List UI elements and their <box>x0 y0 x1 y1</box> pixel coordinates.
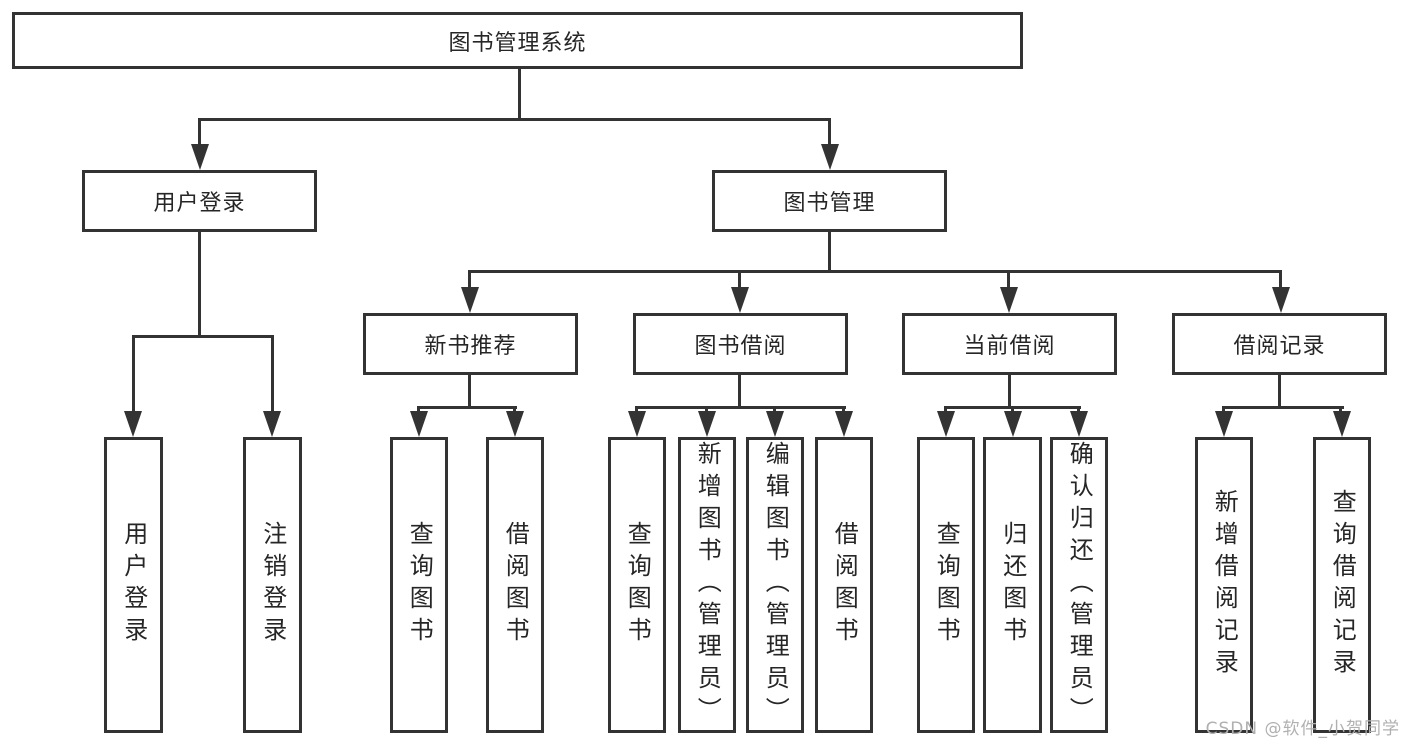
leaf-label: 注销登录 <box>258 521 287 649</box>
leaf-label: 查询借阅记录 <box>1328 489 1357 681</box>
leaf-label: 查询图书 <box>405 521 434 649</box>
connector-stem <box>1077 406 1080 414</box>
arrowhead <box>1004 411 1022 437</box>
leaf-label: 借阅图书 <box>501 521 530 649</box>
arrowhead <box>766 411 784 437</box>
connector-stem <box>513 406 516 414</box>
node-current-borrowing: 当前借阅 <box>902 313 1117 375</box>
connector-rail <box>635 406 846 409</box>
connector-stem <box>842 406 845 414</box>
leaf-borrow-books-recommend: 借阅图书 <box>486 437 544 733</box>
leaf-return-books: 归还图书 <box>983 437 1042 733</box>
arrowhead <box>191 144 209 170</box>
leaf-edit-books-admin: 编辑图书（管理员） <box>746 437 804 733</box>
leaf-label: 用户登录 <box>119 521 148 649</box>
arrowhead <box>1070 411 1088 437</box>
leaf-confirm-return-admin: 确认归还（管理员） <box>1050 437 1108 733</box>
arrowhead <box>461 287 479 313</box>
node-borrowing-records: 借阅记录 <box>1172 313 1387 375</box>
arrowhead <box>1333 411 1351 437</box>
arrowhead <box>124 411 142 437</box>
connector-stem <box>738 374 741 409</box>
connector-stem <box>271 335 274 413</box>
leaf-label: 查询图书 <box>623 521 652 649</box>
connector-rail <box>132 335 274 338</box>
arrowhead <box>937 411 955 437</box>
arrowhead <box>835 411 853 437</box>
node-label: 图书借阅 <box>694 334 787 359</box>
leaf-label: 借阅图书 <box>830 521 859 649</box>
leaf-label: 编辑图书（管理员） <box>761 441 790 729</box>
node-user-login: 用户登录 <box>82 170 317 232</box>
connector-root-stem <box>518 69 521 121</box>
connector-stem <box>417 406 420 414</box>
arrowhead <box>698 411 716 437</box>
connector-level3-rail <box>468 270 1282 273</box>
arrowhead <box>506 411 524 437</box>
arrowhead <box>628 411 646 437</box>
csdn-watermark: CSDN @软件_小贺同学 <box>1205 719 1400 739</box>
leaf-query-books-current: 查询图书 <box>917 437 975 733</box>
connector-rail <box>1222 406 1344 409</box>
node-label: 新书推荐 <box>424 334 517 359</box>
leaf-add-borrow-record: 新增借阅记录 <box>1195 437 1253 733</box>
connector-stem <box>828 231 831 272</box>
arrowhead <box>1000 287 1018 313</box>
connector-stem <box>1008 374 1011 409</box>
connector-stem <box>705 406 708 414</box>
connector-rail <box>417 406 517 409</box>
node-new-book-recommendation: 新书推荐 <box>363 313 578 375</box>
leaf-label: 新增借阅记录 <box>1210 489 1239 681</box>
node-label: 图书管理 <box>783 191 876 216</box>
arrowhead <box>1215 411 1233 437</box>
node-book-borrowing: 图书借阅 <box>633 313 848 375</box>
leaf-label: 查询图书 <box>932 521 961 649</box>
leaf-label: 新增图书（管理员） <box>693 441 722 729</box>
arrowhead <box>731 287 749 313</box>
connector-stem <box>1011 406 1014 414</box>
connector-stem <box>1279 270 1282 289</box>
leaf-user-login: 用户登录 <box>104 437 163 733</box>
connector-stem <box>1222 406 1225 414</box>
connector-stem <box>635 406 638 414</box>
leaf-label: 确认归还（管理员） <box>1065 441 1094 729</box>
node-label: 图书管理系统 <box>448 30 587 56</box>
connector-stem <box>828 118 831 148</box>
connector-stem <box>198 231 201 337</box>
connector-stem <box>738 270 741 289</box>
leaf-borrow-books: 借阅图书 <box>815 437 873 733</box>
connector-stem <box>1007 270 1010 289</box>
connector-stem <box>468 270 471 289</box>
connector-stem <box>468 374 471 409</box>
connector-stem <box>198 118 201 148</box>
arrowhead <box>410 411 428 437</box>
arrowhead <box>263 411 281 437</box>
leaf-logout: 注销登录 <box>243 437 302 733</box>
connector-stem <box>944 406 947 414</box>
node-book-management: 图书管理 <box>712 170 947 232</box>
node-label: 当前借阅 <box>963 334 1056 359</box>
connector-stem <box>1339 406 1342 414</box>
connector-stem <box>1278 374 1281 409</box>
leaf-query-borrow-record: 查询借阅记录 <box>1313 437 1371 733</box>
connector-stem <box>773 406 776 414</box>
leaf-label: 归还图书 <box>998 521 1027 649</box>
arrowhead <box>1272 287 1290 313</box>
node-library-management-system: 图书管理系统 <box>12 12 1023 69</box>
leaf-add-books-admin: 新增图书（管理员） <box>678 437 736 733</box>
leaf-query-books-recommend: 查询图书 <box>390 437 448 733</box>
connector-level2-rail <box>198 118 831 121</box>
leaf-query-books-borrow: 查询图书 <box>608 437 666 733</box>
connector-stem <box>132 335 135 413</box>
node-label: 用户登录 <box>153 191 246 216</box>
node-label: 借阅记录 <box>1233 334 1326 359</box>
arrowhead <box>821 144 839 170</box>
